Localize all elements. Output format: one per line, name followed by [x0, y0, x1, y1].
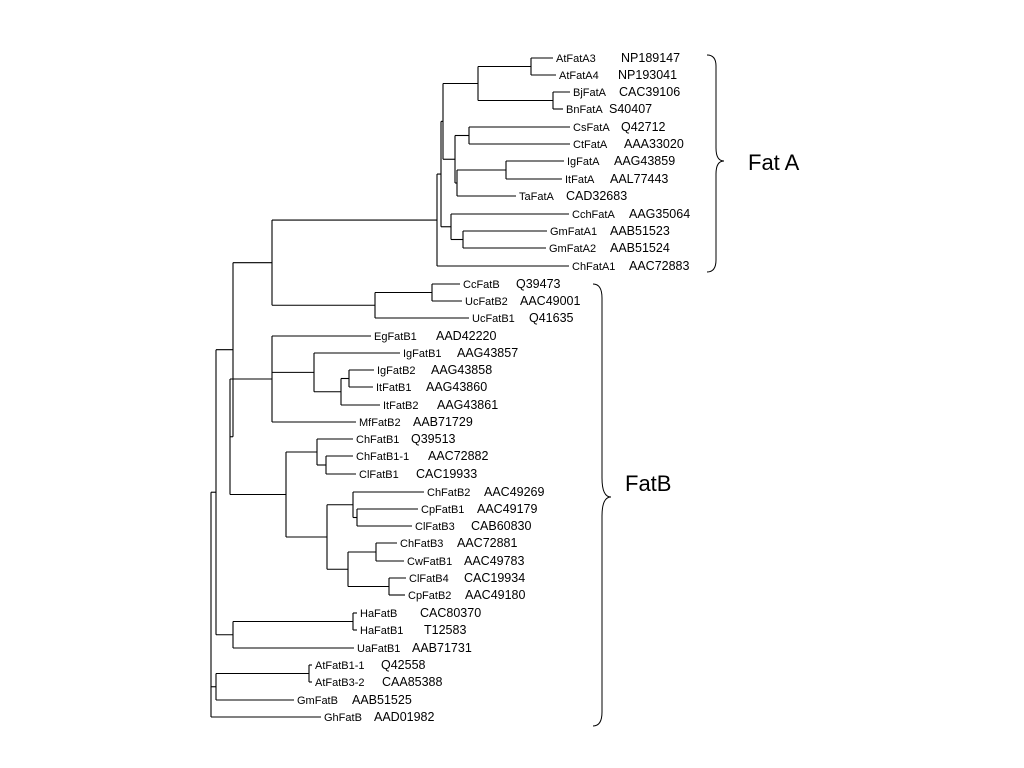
- leaf-gene-label: CtFatA: [573, 139, 608, 151]
- leaf-gene-label: IgFatB1: [403, 348, 442, 360]
- leaf-gene-label: ChFatB1: [356, 434, 399, 446]
- leaf-accession-label: AAC72883: [629, 259, 690, 273]
- leaf-gene-label: ItFatA: [565, 174, 595, 186]
- leaf-gene-label: AtFatB1-1: [315, 660, 365, 672]
- leaf-gene-label: UcFatB1: [472, 313, 515, 325]
- leaf-gene-label: BjFatA: [573, 87, 607, 99]
- leaf-gene-label: ItFatB1: [376, 382, 411, 394]
- leaf-gene-label: ClFatB1: [359, 469, 399, 481]
- leaf-gene-label: IgFatA: [567, 156, 600, 168]
- leaf-accession-label: AAC49783: [464, 554, 525, 568]
- leaf-accession-label: CAD32683: [566, 189, 627, 203]
- fatb-group-label: FatB: [625, 471, 671, 496]
- leaf-accession-label: S40407: [609, 102, 652, 116]
- leaf-gene-label: GhFatB: [324, 712, 362, 724]
- leaf-gene-label: MfFatB2: [359, 417, 401, 429]
- leaf-accession-label: AAD42220: [436, 329, 497, 343]
- leaf-gene-label: CchFatA: [572, 209, 615, 221]
- leaf-gene-label: CpFatB1: [421, 504, 464, 516]
- leaf-accession-label: AAB71731: [412, 641, 472, 655]
- leaf-gene-label: GmFatA2: [549, 243, 596, 255]
- leaf-accession-label: AAL77443: [610, 172, 668, 186]
- leaf-accession-label: AAD01982: [374, 710, 435, 724]
- leaf-accession-label: AAB71729: [413, 415, 473, 429]
- leaf-gene-label: HaFatB: [360, 608, 397, 620]
- leaf-accession-label: Q42558: [381, 658, 426, 672]
- leaf-accession-label: AAG43861: [437, 398, 498, 412]
- leaf-gene-label: EgFatB1: [374, 331, 417, 343]
- leaf-accession-label: AAG43857: [457, 346, 518, 360]
- leaf-accession-label: AAB51524: [610, 241, 670, 255]
- leaf-accession-label: CAA85388: [382, 675, 443, 689]
- leaf-gene-label: GmFatB: [297, 695, 338, 707]
- leaf-gene-label: CcFatB: [463, 279, 500, 291]
- leaf-gene-label: AtFatB3-2: [315, 677, 365, 689]
- leaf-gene-label: CsFatA: [573, 122, 610, 134]
- leaf-gene-label: ChFatB3: [400, 538, 443, 550]
- leaf-gene-label: UaFatB1: [357, 643, 400, 655]
- leaf-gene-label: AtFatA3: [556, 53, 596, 65]
- leaf-gene-label: TaFatA: [519, 191, 555, 203]
- leaf-accession-label: AAG43859: [614, 154, 675, 168]
- leaf-accession-label: NP193041: [618, 68, 677, 82]
- leaf-gene-label: CwFatB1: [407, 556, 452, 568]
- leaf-gene-label: HaFatB1: [360, 625, 403, 637]
- leaf-gene-label: ChFatA1: [572, 261, 615, 273]
- leaf-accession-label: Q41635: [529, 311, 574, 325]
- leaf-accession-label: AAC72881: [457, 536, 518, 550]
- leaf-gene-label: ChFatB2: [427, 487, 470, 499]
- clade-braces: [592, 54, 725, 727]
- fat-a-brace: [706, 54, 725, 273]
- leaf-gene-label: ClFatB3: [415, 521, 455, 533]
- leaf-accession-label: CAC39106: [619, 85, 680, 99]
- leaf-accession-label: AAC49179: [477, 502, 538, 516]
- leaf-accession-label: AAB51525: [352, 693, 412, 707]
- leaf-accession-label: AAC72882: [428, 449, 489, 463]
- leaf-accession-label: Q42712: [621, 120, 666, 134]
- leaf-accession-label: T12583: [424, 623, 466, 637]
- leaf-accession-label: Q39473: [516, 277, 561, 291]
- leaf-gene-label: ItFatB2: [383, 400, 418, 412]
- tree-branches: [210, 57, 570, 718]
- leaf-accession-label: AAA33020: [624, 137, 684, 151]
- leaf-accession-label: CAB60830: [471, 519, 532, 533]
- leaf-gene-label: BnFatA: [566, 104, 603, 116]
- leaf-accession-label: AAG43858: [431, 363, 492, 377]
- leaf-gene-label: UcFatB2: [465, 296, 508, 308]
- leaf-accession-label: AAC49269: [484, 485, 545, 499]
- leaf-gene-label: ChFatB1-1: [356, 451, 409, 463]
- leaf-gene-label: CpFatB2: [408, 590, 451, 602]
- leaf-accession-label: Q39513: [411, 432, 456, 446]
- leaf-accession-label: AAC49180: [465, 588, 526, 602]
- leaf-accession-label: NP189147: [621, 51, 680, 65]
- fat-a-group-label: Fat A: [748, 150, 800, 175]
- leaf-accession-label: CAC80370: [420, 606, 481, 620]
- leaf-accession-label: CAC19934: [464, 571, 525, 585]
- leaf-gene-label: IgFatB2: [377, 365, 416, 377]
- fatb-brace: [592, 283, 612, 727]
- leaf-gene-label: GmFatA1: [550, 226, 597, 238]
- leaf-gene-label: AtFatA4: [559, 70, 599, 82]
- leaf-accession-label: AAG43860: [426, 380, 487, 394]
- leaf-accession-label: AAB51523: [610, 224, 670, 238]
- leaf-accession-label: AAG35064: [629, 207, 690, 221]
- leaf-accession-label: CAC19933: [416, 467, 477, 481]
- leaf-accession-label: AAC49001: [520, 294, 581, 308]
- leaf-gene-label: ClFatB4: [409, 573, 449, 585]
